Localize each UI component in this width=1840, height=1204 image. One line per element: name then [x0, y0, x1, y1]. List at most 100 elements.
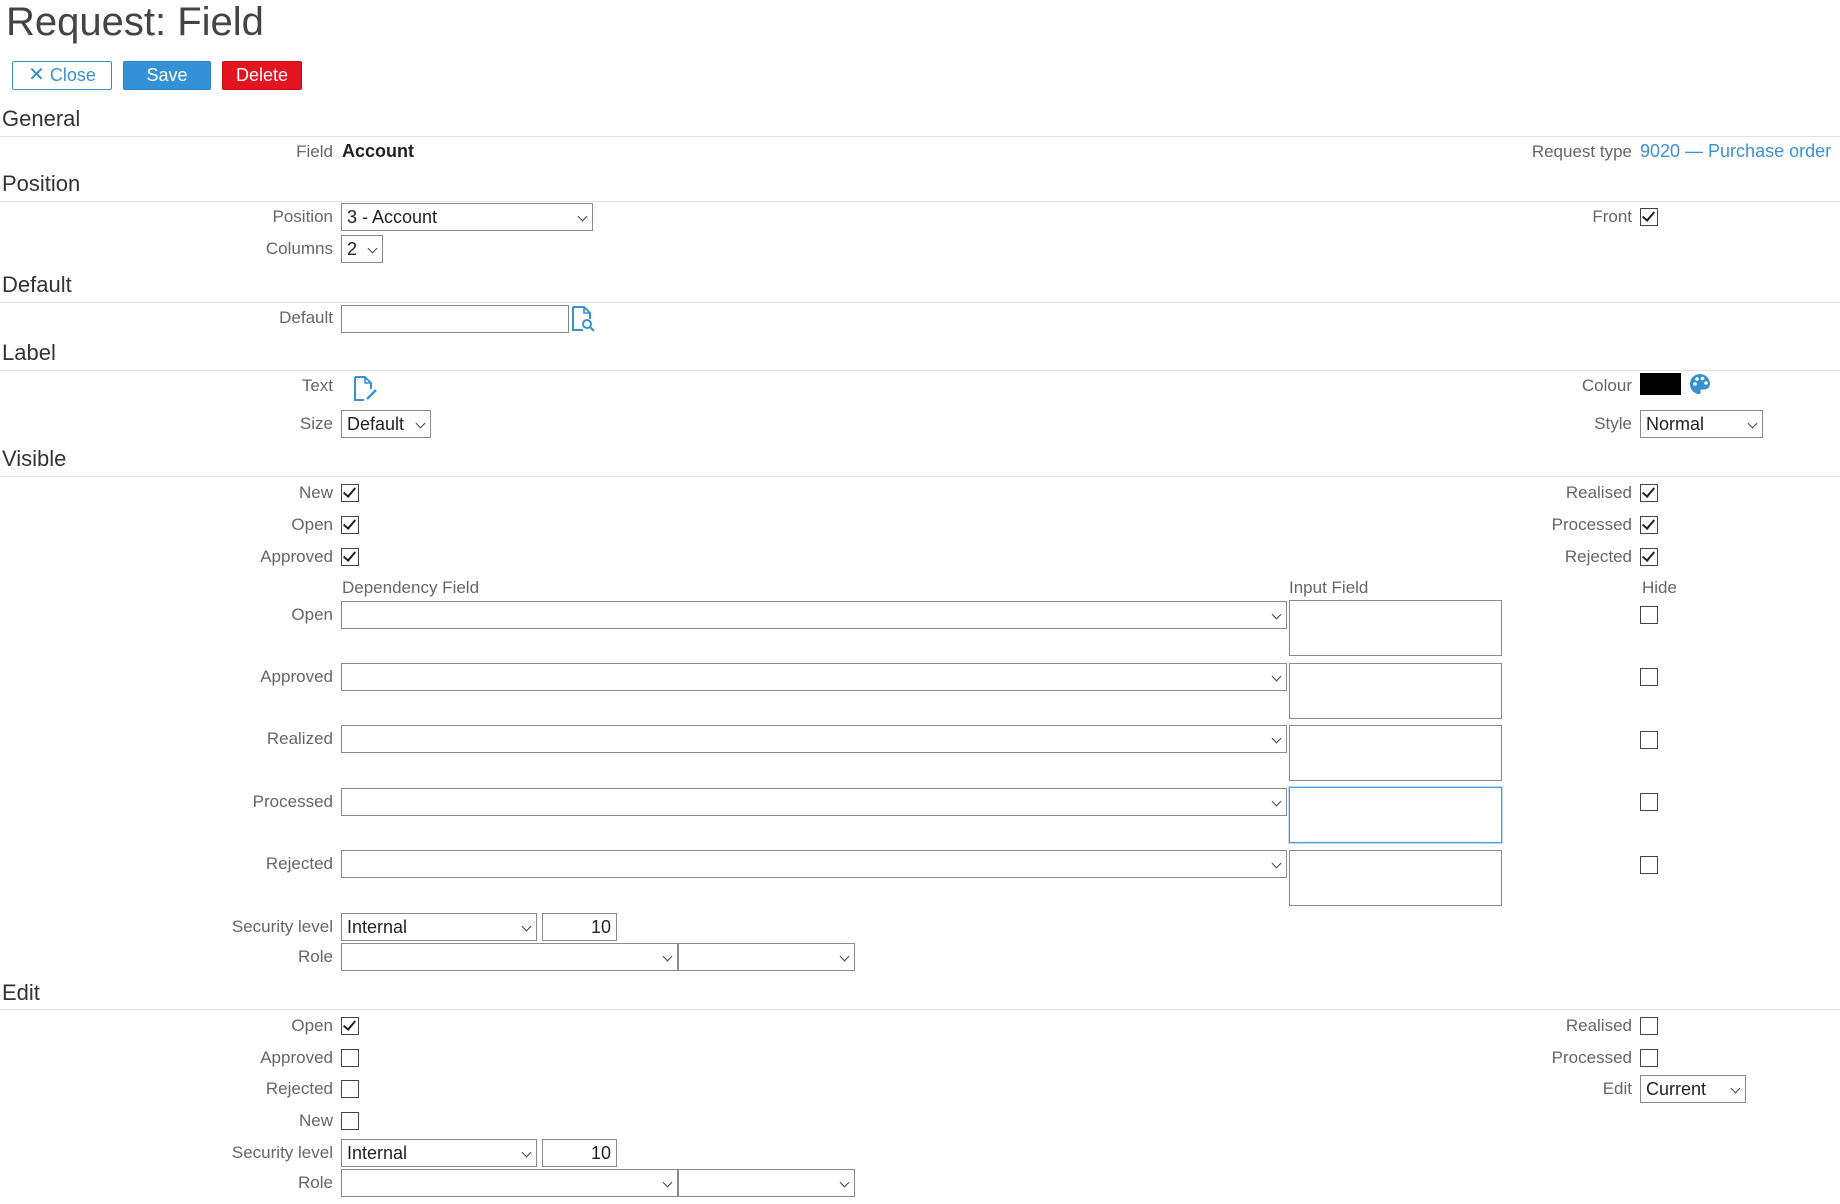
edit-new-checkbox[interactable]	[341, 1112, 359, 1130]
columns-select-value: 2	[347, 239, 358, 259]
section-general-heading: General	[2, 106, 81, 131]
position-label: Position	[272, 207, 333, 226]
visible-new-checkbox[interactable]	[341, 484, 359, 502]
save-button[interactable]: Save	[123, 61, 211, 90]
page-title: Request: Field	[6, 0, 264, 44]
visible-security-label: Security level	[231, 917, 333, 936]
dep-rejected-input[interactable]	[1289, 850, 1502, 906]
divider	[0, 476, 1840, 477]
visible-rejected-label: Rejected	[1564, 547, 1632, 566]
default-label: Default	[279, 308, 333, 327]
dep-processed-select[interactable]	[341, 788, 1287, 816]
input-field-header: Input Field	[1289, 578, 1369, 597]
visible-role-select-secondary[interactable]	[678, 943, 855, 971]
chevron-down-icon	[1271, 609, 1282, 620]
edit-processed-label: Processed	[1551, 1048, 1632, 1067]
delete-button[interactable]: Delete	[222, 61, 302, 90]
visible-security-select[interactable]: Internal	[341, 913, 537, 941]
dep-realized-select[interactable]	[341, 725, 1287, 753]
visible-new-label: New	[298, 483, 333, 502]
front-checkbox[interactable]	[1640, 208, 1658, 226]
dep-rejected-hide-checkbox[interactable]	[1640, 856, 1658, 874]
dep-processed-input[interactable]	[1289, 787, 1502, 843]
edit-document-icon[interactable]	[351, 375, 379, 403]
divider	[0, 302, 1840, 303]
visible-approved-checkbox[interactable]	[341, 548, 359, 566]
visible-security-select-value: Internal	[347, 917, 408, 937]
dep-approved-select[interactable]	[341, 663, 1287, 691]
dep-rejected-label: Rejected	[265, 854, 333, 873]
edit-new-label: New	[298, 1111, 333, 1130]
chevron-down-icon	[839, 1177, 850, 1188]
edit-role-select-secondary[interactable]	[678, 1169, 855, 1197]
edit-processed-checkbox[interactable]	[1640, 1049, 1658, 1067]
front-label: Front	[1592, 207, 1632, 226]
edit-security-number[interactable]: 10	[542, 1139, 617, 1167]
palette-icon[interactable]	[1688, 372, 1712, 396]
section-label-heading: Label	[2, 340, 56, 365]
divider	[0, 136, 1840, 137]
dep-approved-label: Approved	[260, 667, 333, 686]
dep-rejected-select[interactable]	[341, 850, 1287, 878]
dep-approved-hide-checkbox[interactable]	[1640, 668, 1658, 686]
visible-realised-label: Realised	[1565, 483, 1632, 502]
chevron-down-icon	[1271, 733, 1282, 744]
size-label: Size	[299, 414, 333, 433]
colour-label: Colour	[1581, 376, 1632, 395]
dep-realized-input[interactable]	[1289, 725, 1502, 781]
edit-security-select-value: Internal	[347, 1143, 408, 1163]
style-select[interactable]: Normal	[1640, 410, 1763, 438]
edit-open-checkbox[interactable]	[341, 1017, 359, 1035]
hide-header: Hide	[1642, 578, 1677, 597]
edit-mode-label: Edit	[1602, 1079, 1632, 1098]
visible-rejected-checkbox[interactable]	[1640, 548, 1658, 566]
field-value: Account	[342, 141, 414, 161]
edit-rejected-label: Rejected	[265, 1079, 333, 1098]
request-type-link[interactable]: 9020 — Purchase order	[1640, 141, 1832, 161]
visible-open-checkbox[interactable]	[341, 516, 359, 534]
style-label: Style	[1594, 414, 1632, 433]
chevron-down-icon	[1271, 858, 1282, 869]
chevron-down-icon	[415, 418, 426, 429]
edit-mode-select[interactable]: Current	[1640, 1075, 1746, 1103]
request-type-label: Request type	[1531, 142, 1632, 161]
columns-select[interactable]: 2	[341, 235, 383, 263]
visible-security-number[interactable]: 10	[542, 913, 617, 941]
section-default-heading: Default	[2, 272, 72, 297]
chevron-down-icon	[662, 1177, 673, 1188]
edit-security-label: Security level	[231, 1143, 333, 1162]
edit-role-select[interactable]	[341, 1169, 678, 1197]
divider	[0, 1009, 1840, 1010]
visible-realised-checkbox[interactable]	[1640, 484, 1658, 502]
edit-realised-checkbox[interactable]	[1640, 1017, 1658, 1035]
close-button[interactable]: ✕ Close	[12, 61, 112, 90]
default-input[interactable]	[341, 305, 569, 333]
visible-processed-label: Processed	[1551, 515, 1632, 534]
edit-security-select[interactable]: Internal	[341, 1139, 537, 1167]
dep-processed-label: Processed	[252, 792, 333, 811]
dep-open-select[interactable]	[341, 601, 1287, 629]
edit-rejected-checkbox[interactable]	[341, 1080, 359, 1098]
visible-role-select[interactable]	[341, 943, 678, 971]
close-icon: ✕	[28, 64, 45, 86]
dep-processed-hide-checkbox[interactable]	[1640, 793, 1658, 811]
visible-open-label: Open	[291, 515, 333, 534]
dep-realized-hide-checkbox[interactable]	[1640, 731, 1658, 749]
dependency-field-header: Dependency Field	[342, 578, 480, 597]
colour-swatch[interactable]	[1640, 373, 1681, 395]
document-search-icon[interactable]	[569, 305, 597, 333]
section-edit-heading: Edit	[2, 980, 40, 1005]
edit-role-label: Role	[298, 1173, 333, 1192]
visible-processed-checkbox[interactable]	[1640, 516, 1658, 534]
columns-label: Columns	[265, 239, 333, 258]
dep-open-input[interactable]	[1289, 600, 1502, 656]
chevron-down-icon	[1730, 1083, 1741, 1094]
chevron-down-icon	[1747, 418, 1758, 429]
dep-open-hide-checkbox[interactable]	[1640, 606, 1658, 624]
divider	[0, 201, 1840, 202]
size-select[interactable]: Default	[341, 410, 431, 438]
edit-approved-checkbox[interactable]	[341, 1049, 359, 1067]
position-select[interactable]: 3 - Account	[341, 203, 593, 231]
dep-approved-input[interactable]	[1289, 663, 1502, 719]
edit-open-label: Open	[291, 1016, 333, 1035]
